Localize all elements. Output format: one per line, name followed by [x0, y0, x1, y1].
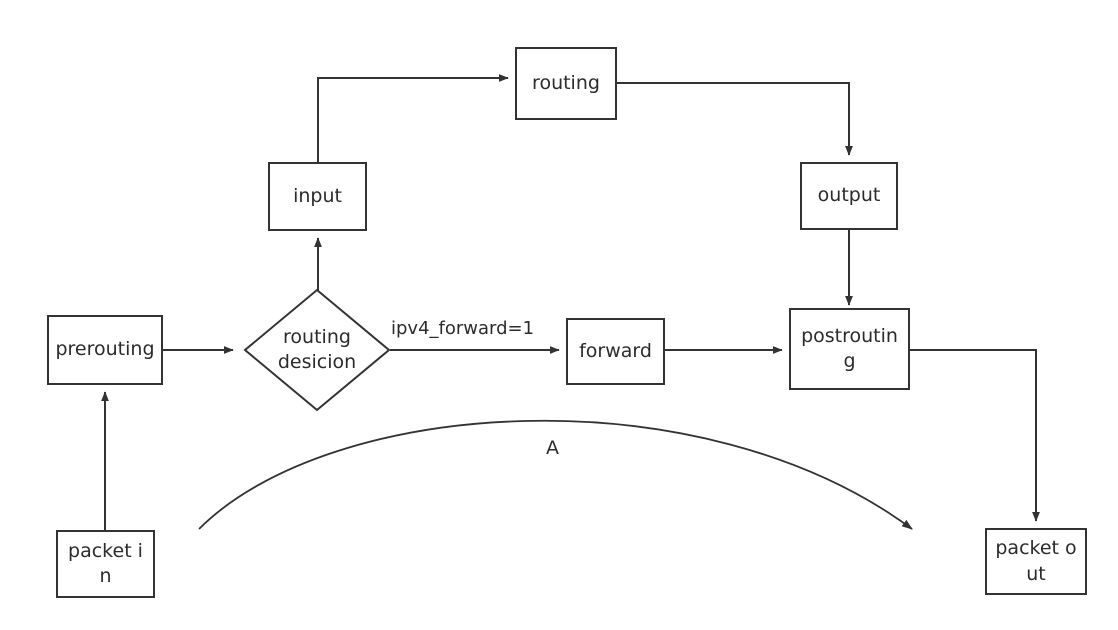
edge-postrouting-to-packetout [910, 349, 1040, 522]
node-postrouting[interactable]: postrouting [789, 308, 910, 390]
node-forward-label: forward [579, 339, 652, 362]
node-forward[interactable]: forward [566, 318, 665, 385]
node-input[interactable]: input [268, 162, 367, 231]
node-postrouting-label: postrouting [801, 324, 898, 372]
node-packet-in[interactable]: packet in [56, 530, 155, 598]
node-prerouting-label: prerouting [55, 338, 155, 361]
node-prerouting[interactable]: prerouting [47, 315, 163, 385]
node-routing-label: routing [532, 71, 600, 94]
edge-input-to-routing [317, 74, 509, 162]
edge-label-ipv4-forward: ipv4_forward=1 [390, 318, 536, 339]
node-output-label: output [817, 184, 881, 207]
node-packet-out-label: packet out [995, 537, 1077, 585]
node-input-label: input [293, 184, 342, 207]
node-routing[interactable]: routing [515, 47, 617, 120]
routing-decision-shape [243, 288, 391, 412]
node-output[interactable]: output [800, 162, 898, 230]
node-routing-decision-label: routing desicion [277, 325, 357, 373]
node-packet-in-label: packet in [68, 539, 143, 587]
edge-routing-to-output [617, 82, 853, 156]
node-packet-out[interactable]: packet out [985, 528, 1087, 595]
curve-a-arrow [198, 419, 913, 530]
annotation-curve-a: A [546, 437, 559, 459]
node-routing-decision[interactable]: routing desicion [243, 288, 391, 412]
